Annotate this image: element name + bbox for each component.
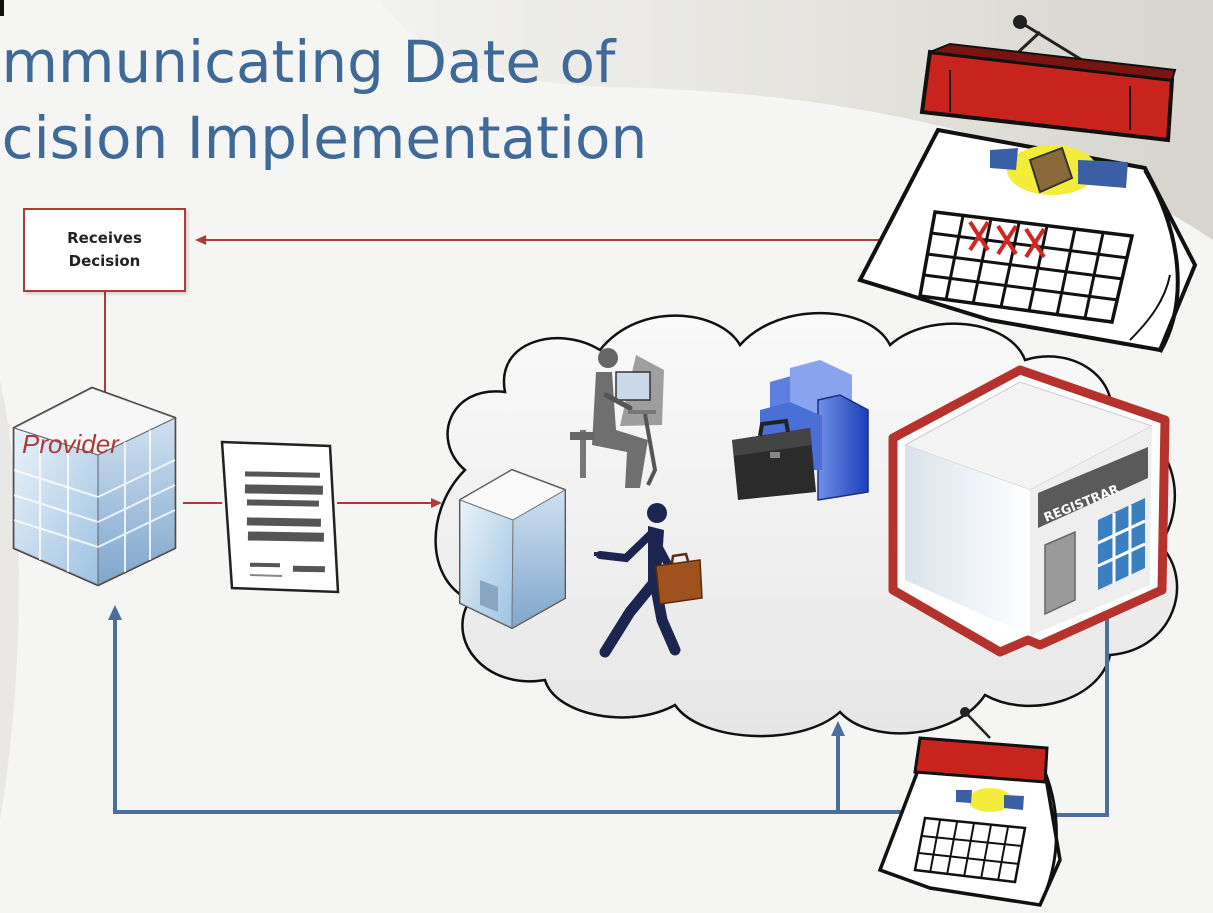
corner-mark — [0, 0, 4, 16]
receives-decision-box: Receives Decision — [23, 208, 186, 292]
provider-building-icon: Provider — [12, 386, 177, 587]
calendar-icon-small — [877, 707, 1062, 907]
provider-label: Provider — [22, 429, 120, 459]
small-building-icon — [458, 468, 567, 630]
calendar-icon-large — [857, 15, 1198, 353]
blue-feedback-connector — [108, 605, 1109, 817]
person-at-computer-icon — [570, 348, 664, 488]
title-line-2: ecision Implementation — [0, 104, 648, 172]
walking-businessman-icon — [594, 503, 703, 658]
title-line-1: ommunicating Date of — [0, 28, 616, 96]
briefcase-servers-icon — [732, 360, 869, 501]
page-title: ommunicating Date of ecision Implementat… — [0, 24, 647, 176]
receives-decision-label: Receives Decision — [67, 229, 142, 270]
document-icon — [220, 440, 340, 594]
registrar-building-icon: REGISTRAR — [888, 365, 1170, 657]
